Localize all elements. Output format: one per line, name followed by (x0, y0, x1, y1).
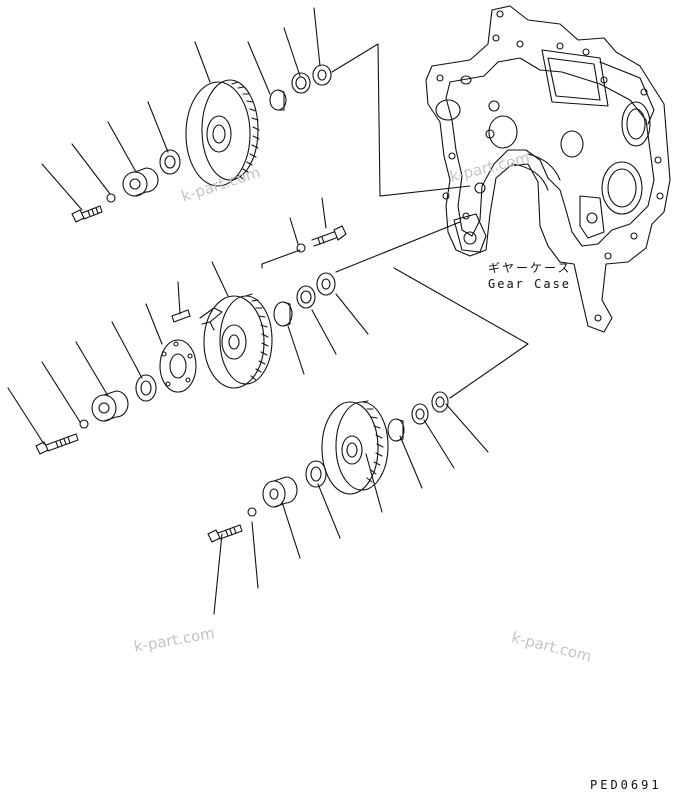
bolt-lower (207, 524, 243, 543)
plate-lower (305, 460, 327, 488)
bolt-middle-left (35, 433, 79, 455)
bushing-upper (269, 89, 287, 111)
cam-gear-middle (199, 293, 273, 389)
washer-small-lower (247, 507, 257, 517)
shaft-lower (262, 476, 298, 508)
thrust-washer-upper (291, 72, 311, 94)
shaft-upper (122, 167, 159, 197)
thrust-washer-lower (411, 403, 429, 425)
washer-upper (312, 64, 332, 86)
washer-small-upper (106, 193, 116, 203)
idler-gear-lower (321, 400, 389, 495)
thrust-washer-middle (296, 285, 316, 309)
idler-gear-upper (185, 79, 260, 187)
washer-lower (431, 391, 449, 413)
gear-case-label-english: Gear Case (488, 277, 572, 291)
thrust-plate-middle (135, 374, 157, 402)
gear-case-label-japanese: ギヤーケース (488, 261, 572, 275)
bushing-middle (273, 301, 293, 327)
dowel-pin (171, 309, 191, 323)
bushing-lower (387, 418, 405, 442)
bolt-middle-right (311, 225, 347, 247)
shaft-middle (91, 390, 129, 422)
drawing-code-label: PED0691 (590, 778, 662, 792)
plate-middle (159, 339, 197, 393)
leader-lines (7, 7, 529, 615)
gear-case-housing (425, 5, 671, 333)
washer-middle (316, 272, 336, 296)
bolt-upper (71, 205, 103, 223)
plate-upper (159, 149, 181, 175)
washer-small-middle (79, 419, 89, 429)
lock-washer-middle (296, 243, 306, 253)
